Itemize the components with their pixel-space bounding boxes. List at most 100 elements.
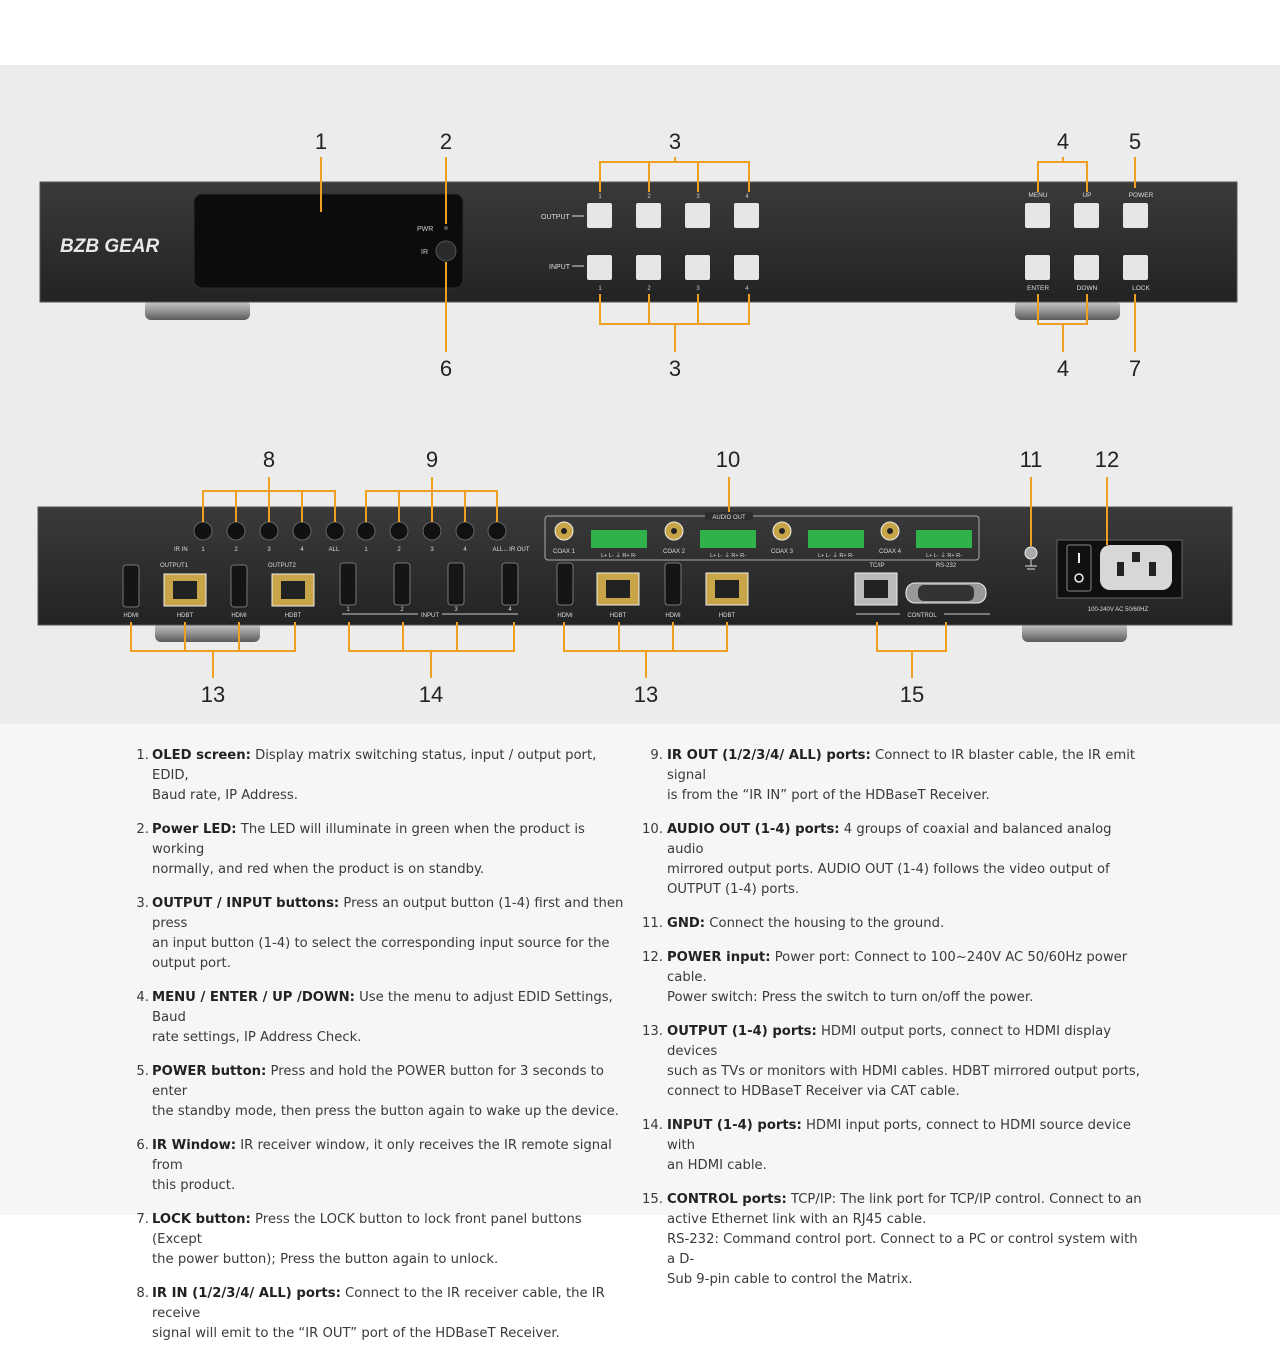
output1-hdmi-label: HDMI xyxy=(123,613,139,619)
ir-out-jack-4[interactable] xyxy=(455,521,475,541)
callout-2: 2 xyxy=(440,129,452,154)
input-hdmi-port-2[interactable] xyxy=(393,562,411,606)
coax-label-4: COAX 4 xyxy=(879,549,902,555)
input-button-3[interactable] xyxy=(685,255,710,280)
input-number-4: 4 xyxy=(745,286,749,292)
legend-number: 1. xyxy=(136,748,149,763)
input-button-4[interactable] xyxy=(734,255,759,280)
legend-number: 9. xyxy=(650,748,663,763)
ir-in-jack-all[interactable] xyxy=(325,521,345,541)
legend-title: Power LED: xyxy=(152,822,237,837)
up-label: UP xyxy=(1082,192,1091,199)
ir-out-number-3: 3 xyxy=(430,547,434,553)
device-diagram: BZB GEAR PWR IR OUTPUT INPUT 1 2 3 4 1 2… xyxy=(0,65,1280,724)
callout-10: 10 xyxy=(716,447,740,472)
ir-in-jack-4[interactable] xyxy=(292,521,312,541)
ir-in-number-1: 1 xyxy=(201,547,205,553)
input-number-rear-1: 1 xyxy=(346,607,350,613)
enter-button[interactable] xyxy=(1025,255,1050,280)
ir-out-jack-2[interactable] xyxy=(389,521,409,541)
legend-item-8: 8.IR IN (1/2/3/4/ ALL) ports: Connect to… xyxy=(130,1284,630,1344)
down-button[interactable] xyxy=(1074,255,1099,280)
control-label: CONTROL xyxy=(907,613,937,619)
legend-item-4: 4.MENU / ENTER / UP /DOWN: Use the menu … xyxy=(130,988,630,1048)
legend-title: POWER input: xyxy=(667,950,771,965)
coax-label-1: COAX 1 xyxy=(553,549,576,555)
ir-in-number-2: 2 xyxy=(234,547,238,553)
output2-hdbt-label: HDBT xyxy=(285,613,302,619)
legend-number: 3. xyxy=(136,896,149,911)
lock-button[interactable] xyxy=(1123,255,1148,280)
input-button-1[interactable] xyxy=(587,255,612,280)
input-button-2[interactable] xyxy=(636,255,661,280)
power-inlet[interactable] xyxy=(1100,545,1172,590)
ir-out-jack-3[interactable] xyxy=(422,521,442,541)
gnd-screw[interactable] xyxy=(1024,546,1038,560)
output-button-1[interactable] xyxy=(587,203,612,228)
legend-title: OLED screen: xyxy=(152,748,251,763)
coax-label-3: COAX 3 xyxy=(771,549,794,555)
output3-hdbt-label: HDBT xyxy=(610,613,627,619)
legend-text: HDMI input ports, connect to HDMI source… xyxy=(667,1118,1131,1173)
power-switch[interactable] xyxy=(1066,544,1092,592)
legend-number: 8. xyxy=(136,1286,149,1301)
legend-number: 4. xyxy=(136,990,149,1005)
terminal-block-3[interactable] xyxy=(808,530,864,548)
terminal-label-1: L+ L- ⏚ R+ R- xyxy=(601,552,637,559)
ir-in-jack-1[interactable] xyxy=(193,521,213,541)
terminal-label-3: L+ L- ⏚ R+ R- xyxy=(818,552,854,559)
legend-number: 2. xyxy=(136,822,149,837)
output3-hdmi-port[interactable] xyxy=(556,562,574,606)
ir-in-jack-2[interactable] xyxy=(226,521,246,541)
input-number-3: 3 xyxy=(696,286,700,292)
power-spec-label: 100-240V AC 50/60HZ xyxy=(1088,607,1149,613)
input-hdmi-port-3[interactable] xyxy=(447,562,465,606)
up-button[interactable] xyxy=(1074,203,1099,228)
output2-hdmi-port[interactable] xyxy=(230,564,248,608)
terminal-block-1[interactable] xyxy=(591,530,647,548)
legend-title: IR OUT (1/2/3/4/ ALL) ports: xyxy=(667,748,871,763)
output-number-1: 1 xyxy=(598,194,602,200)
audio-out-block xyxy=(544,515,980,561)
legend-item-1: 1.OLED screen: Display matrix switching … xyxy=(130,746,630,806)
legend-title: IR Window: xyxy=(152,1138,237,1153)
legend-text: HDMI output ports, connect to HDMI displ… xyxy=(667,1024,1140,1099)
coax-label-2: COAX 2 xyxy=(663,549,686,555)
legend-text: Press the LOCK button to lock front pane… xyxy=(152,1212,582,1267)
rs232-label: RS-232 xyxy=(936,563,957,569)
legend-number: 10. xyxy=(642,822,663,837)
output3-hdbt-port[interactable] xyxy=(596,572,640,606)
input-hdmi-port-4[interactable] xyxy=(501,562,519,606)
output-number-2: 2 xyxy=(647,194,651,200)
ir-out-jack-1[interactable] xyxy=(356,521,376,541)
callout-4-top: 4 xyxy=(1057,129,1069,154)
ir-in-jack-3[interactable] xyxy=(259,521,279,541)
rear-chassis xyxy=(37,506,1233,626)
power-led xyxy=(444,226,448,230)
output-row-label: OUTPUT xyxy=(541,214,571,221)
output-button-3[interactable] xyxy=(685,203,710,228)
output-button-4[interactable] xyxy=(734,203,759,228)
terminal-block-2[interactable] xyxy=(700,530,756,548)
rear-foot-left xyxy=(155,622,260,642)
output-button-2[interactable] xyxy=(636,203,661,228)
ir-window xyxy=(435,240,457,262)
rear-foot-right xyxy=(1022,622,1127,642)
legend-item-6: 6.IR Window: IR receiver window, it only… xyxy=(130,1136,630,1196)
legend-title: LOCK button: xyxy=(152,1212,251,1227)
legend-item-3: 3.OUTPUT / INPUT buttons: Press an outpu… xyxy=(130,894,630,974)
legend-item-12: 12.POWER input: Power port: Connect to 1… xyxy=(640,948,1145,1008)
power-button[interactable] xyxy=(1123,203,1148,228)
ir-out-jack-all[interactable] xyxy=(487,521,507,541)
input-hdmi-port-1[interactable] xyxy=(339,562,357,606)
terminal-label-4: L+ L- ⏚ R+ R- xyxy=(926,552,962,559)
output1-hdmi-port[interactable] xyxy=(122,564,140,608)
legend-text: The LED will illuminate in green when th… xyxy=(152,822,585,877)
menu-button[interactable] xyxy=(1025,203,1050,228)
rear-panel: IR IN 1 2 3 4 ALL 1 2 3 4 ALL←IR OUT OUT… xyxy=(37,506,1233,642)
output4-hdmi-port[interactable] xyxy=(664,562,682,606)
front-foot-right xyxy=(1015,300,1120,320)
terminal-block-4[interactable] xyxy=(916,530,972,548)
front-callout-numbers: 1 2 3 4 5 6 3 4 7 xyxy=(315,129,1141,381)
legend-number: 14. xyxy=(642,1118,663,1133)
